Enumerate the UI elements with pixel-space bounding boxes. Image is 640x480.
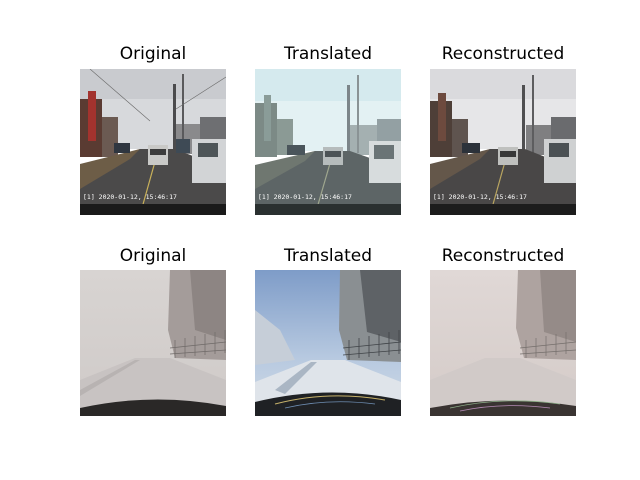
image-reconstructed-street-scene: [1] 2020-01-12, 15:46:17 bbox=[430, 69, 576, 215]
timestamp-overlay-original: [1] 2020-01-12, 15:46:17 bbox=[83, 193, 177, 201]
panel-title-reconstructed-row1: Reconstructed bbox=[441, 44, 565, 64]
panel-title-reconstructed-row2: Reconstructed bbox=[441, 246, 565, 266]
timestamp-overlay-reconstructed: [1] 2020-01-12, 15:46:17 bbox=[433, 193, 527, 201]
panel-title-original-row1: Original bbox=[119, 44, 187, 64]
panel-title-translated-row1: Translated bbox=[284, 44, 372, 64]
image-original-street-scene: [1] 2020-01-12, 15:46:17 bbox=[80, 69, 226, 215]
image-original-foggy-road bbox=[80, 270, 226, 416]
panel-title-original-row2: Original bbox=[119, 246, 187, 266]
timestamp-overlay-translated: [1] 2020-01-12, 15:46:17 bbox=[258, 193, 352, 201]
image-reconstructed-foggy-road bbox=[430, 270, 576, 416]
image-translated-street-scene: [1] 2020-01-12, 15:46:17 bbox=[255, 69, 401, 215]
image-translated-foggy-road bbox=[255, 270, 401, 416]
panel-title-translated-row2: Translated bbox=[284, 246, 372, 266]
